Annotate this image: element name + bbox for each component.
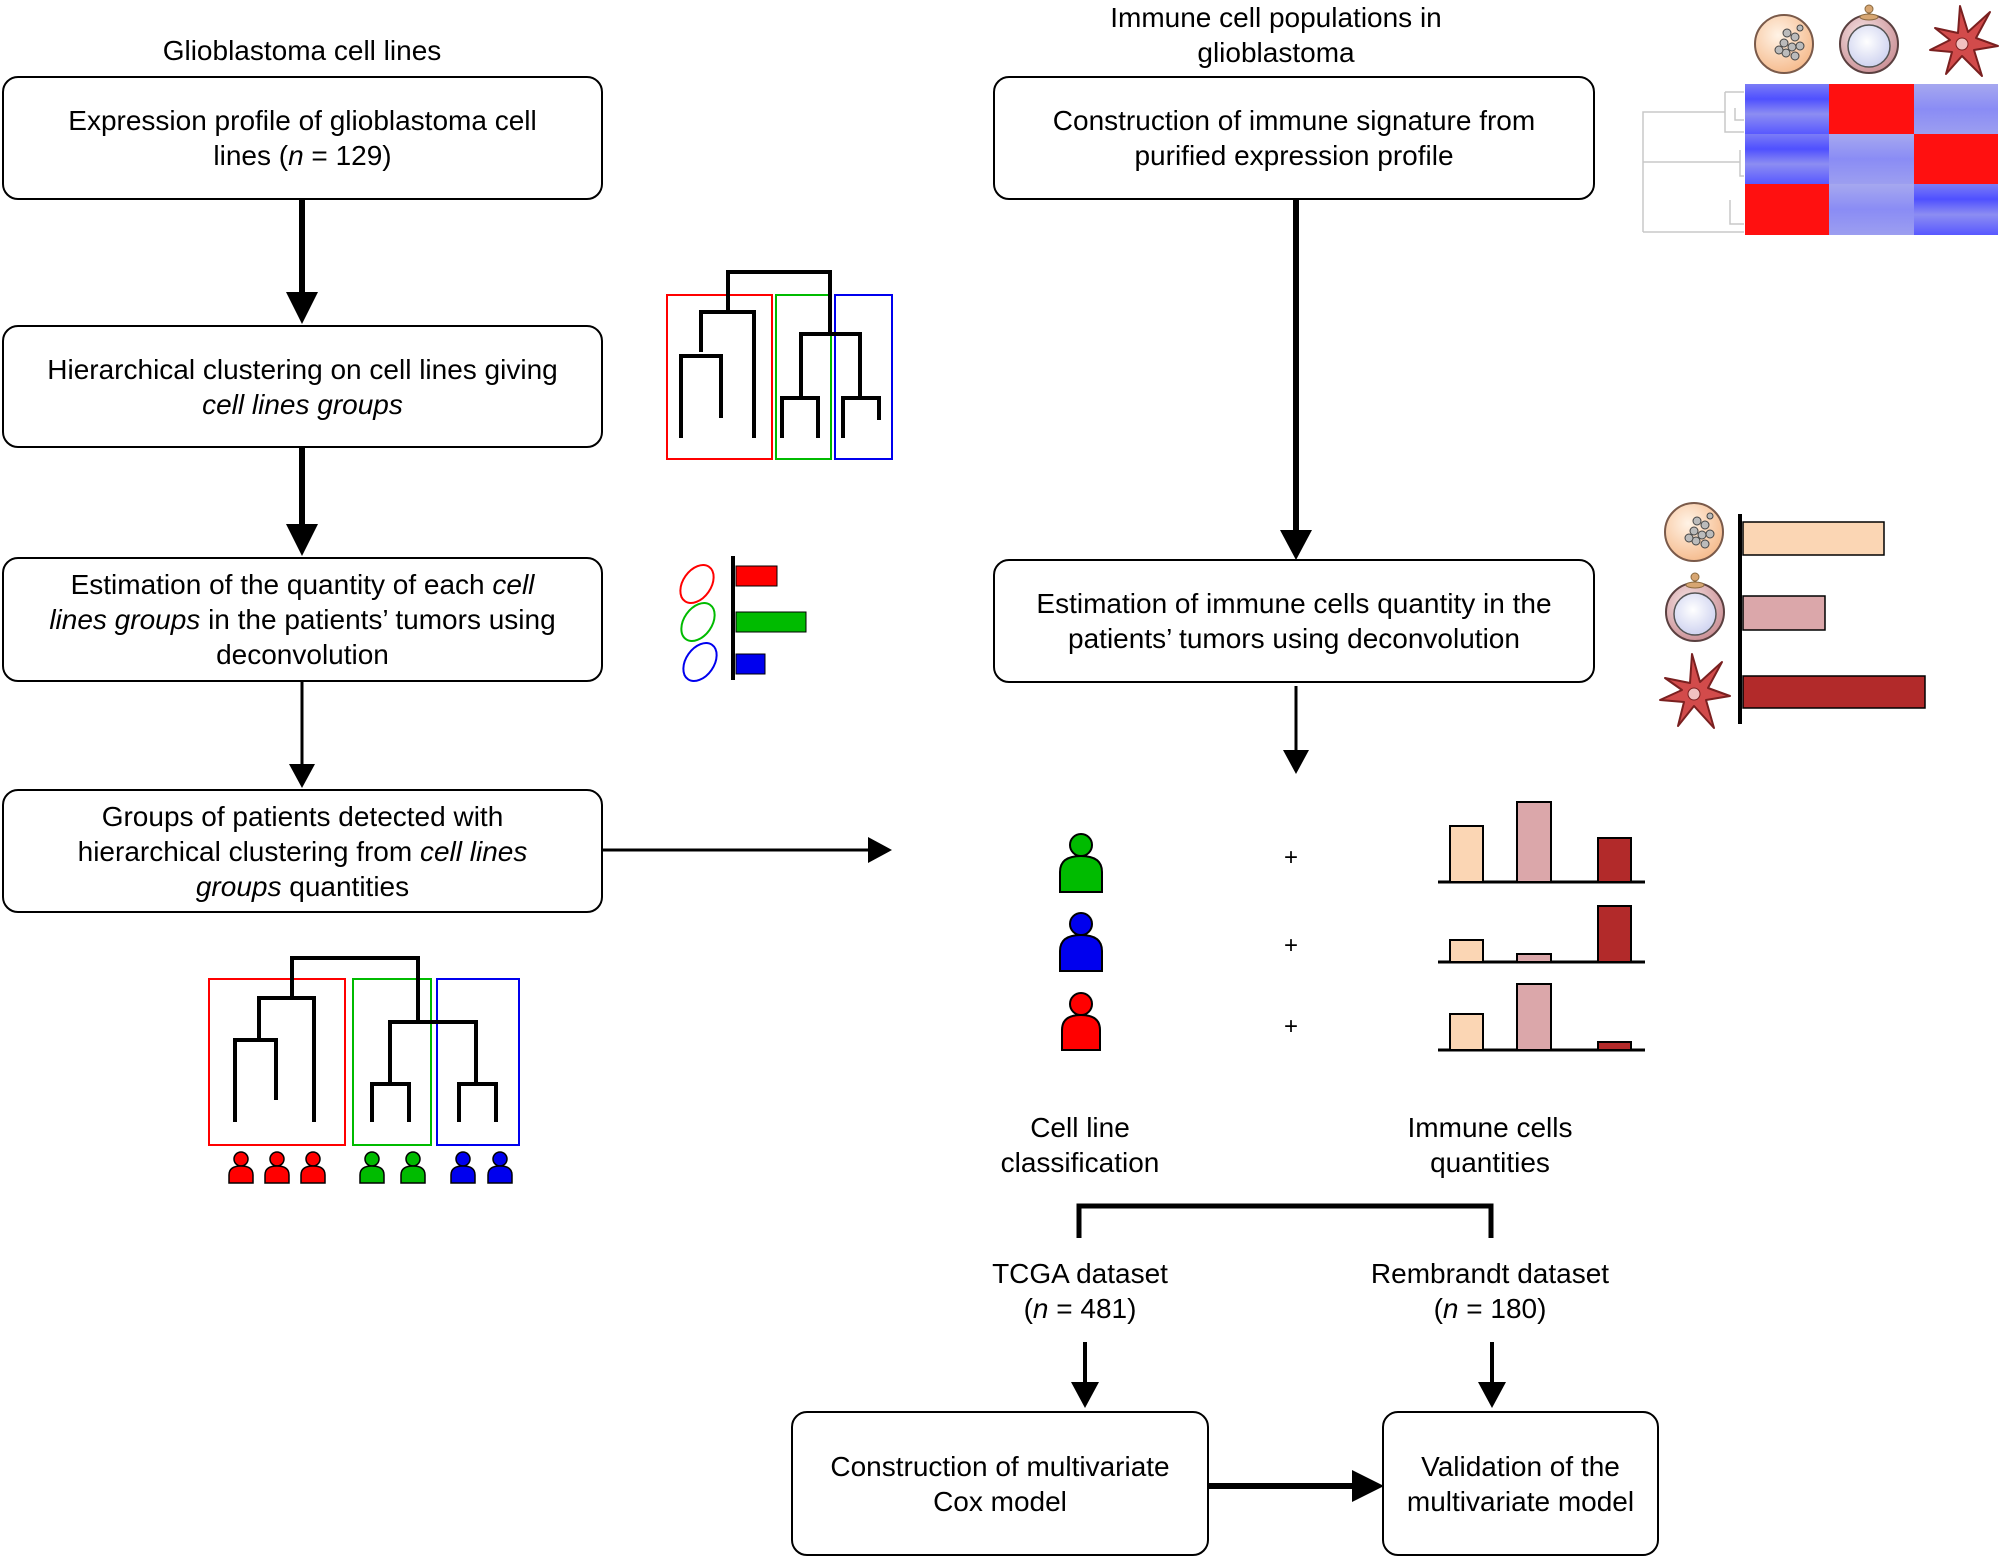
box-estimation-immune-cells: Estimation of immune cells quantity in t… [993, 559, 1595, 683]
label-rembrandt-dataset: Rembrandt dataset (n = 180) [1370, 1258, 1610, 1324]
arrowhead [868, 837, 892, 863]
box-line: Estimation of the quantity of each cell [70, 569, 535, 600]
merge-bracket [1076, 1203, 1494, 1238]
box-line: deconvolution [216, 639, 389, 670]
arrowhead [286, 524, 318, 556]
ellipse-icon [682, 642, 718, 682]
box-line: lines groups in the patients’ tumors usi… [49, 604, 556, 635]
arrowhead [289, 764, 315, 788]
bar-green [735, 611, 807, 633]
patient-rows [1059, 801, 1645, 1052]
box-validation-model: Validation of the multivariate model [1382, 1411, 1659, 1556]
arrowhead [1352, 1470, 1384, 1502]
lymphocyte-icon [1754, 14, 1814, 74]
box-expression-profile: Expression profile of glioblastoma cell … [2, 76, 603, 200]
dendritic-cell-icon [1929, 5, 1999, 77]
plus-sign: + [1284, 1013, 1299, 1040]
header-immune-cell-populations: Immune cell populations in glioblastoma [1110, 2, 1442, 68]
lymphocyte-icon [1664, 502, 1724, 562]
box-line: Hierarchical clustering on cell lines gi… [47, 353, 558, 385]
arrowhead [1280, 530, 1312, 560]
box-line: Expression profile of glioblastoma cell [68, 105, 537, 136]
cell-lines-groups-quantity-icon [679, 556, 807, 682]
box-estimation-cell-lines-groups: Estimation of the quantity of each cell … [2, 557, 603, 682]
box-construction-immune-signature: Construction of immune signature from pu… [993, 76, 1595, 200]
box-hierarchical-clustering: Hierarchical clustering on cell lines gi… [2, 325, 603, 448]
box-line: patients’ tumors using deconvolution [1068, 623, 1520, 654]
person-icon [1059, 833, 1103, 1051]
box-line: purified expression profile [1134, 140, 1454, 171]
dendrogram-icon [666, 270, 893, 460]
label-tcga-dataset: TCGA dataset (n = 481) [992, 1258, 1168, 1324]
box-line: cell lines groups [202, 388, 403, 420]
monocyte-icon [1839, 4, 1899, 74]
connectors [286, 200, 1506, 1502]
box-groups-of-patients: Groups of patients detected with hierarc… [2, 789, 603, 913]
bar-red [735, 565, 778, 587]
arrowhead [1478, 1382, 1506, 1408]
box-line: groups quantities [195, 870, 410, 902]
label-immune-cells-quantities: Immune cells quantities [1407, 1112, 1573, 1178]
header-glioblastoma-cell-lines: Glioblastoma cell lines [162, 35, 442, 66]
heatmap-icon [1642, 84, 1998, 235]
box-line: Construction of immune signature from [1052, 105, 1536, 136]
dendritic-cell-icon [1659, 653, 1731, 729]
person-icon [228, 1151, 513, 1184]
arrowhead [1283, 750, 1309, 774]
box-line: lines (n = 129) [213, 140, 392, 171]
box-line: Construction of multivariate [830, 1450, 1170, 1482]
arrowhead [286, 292, 318, 324]
box-line: Groups of patients detected with [101, 800, 504, 832]
box-line: Validation of the [1421, 1450, 1620, 1482]
box-cox-model: Construction of multivariate Cox model [791, 1411, 1209, 1556]
box-line: Cox model [933, 1485, 1067, 1517]
patient-dendrogram-icon [208, 956, 520, 1184]
monocyte-icon [1665, 572, 1725, 642]
arrowhead [1071, 1382, 1099, 1408]
ellipse-icon [679, 564, 715, 604]
bar-blue [735, 653, 766, 675]
label-cell-line-classification: Cell line classification [1000, 1112, 1160, 1178]
plus-sign: + [1284, 844, 1299, 871]
box-line: hierarchical clustering from cell lines [77, 835, 528, 867]
box-line: Estimation of immune cells quantity in t… [1036, 588, 1552, 619]
immune-quantity-icon [1659, 502, 1926, 729]
plus-sign: + [1284, 932, 1299, 959]
box-line: multivariate model [1406, 1485, 1635, 1517]
ellipse-icon [680, 602, 716, 642]
